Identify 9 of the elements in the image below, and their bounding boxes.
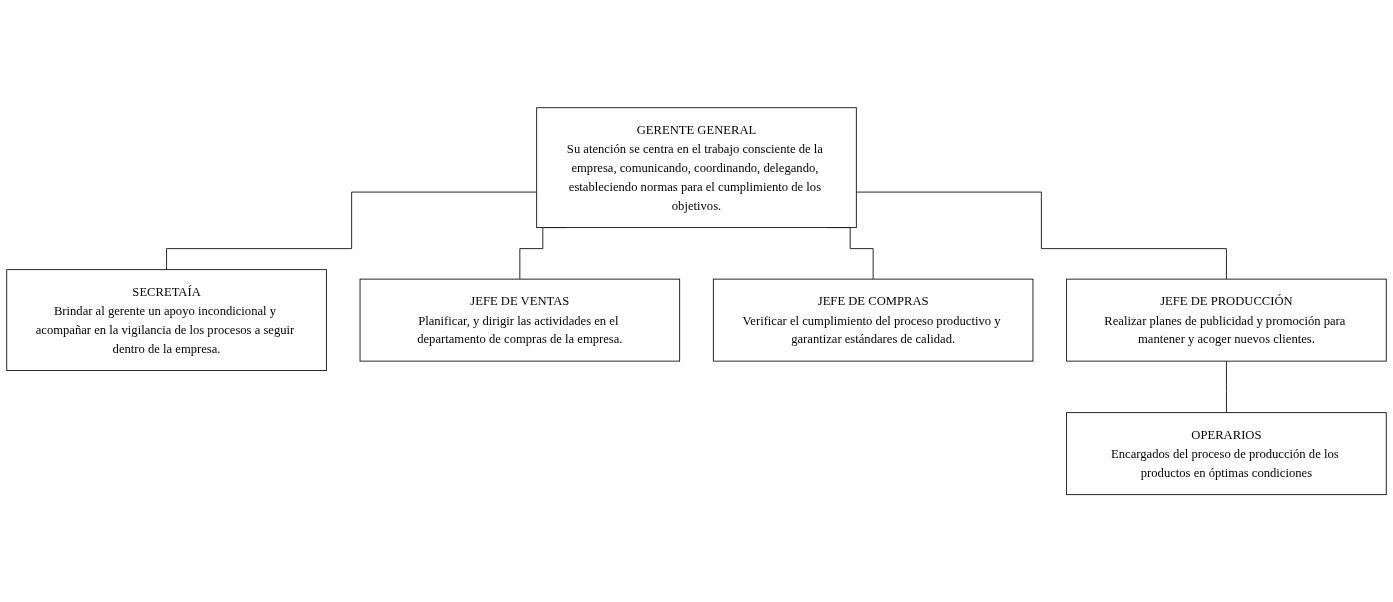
node-box: OPERARIOS Encargados del proceso de producción de los productos en óptimas condiciones [1066, 412, 1387, 495]
node-box: JEFE DE COMPRAS Verificar el cumplimiento del proceso productivo y garantizar estándares de calidad. [712, 278, 1034, 362]
node-box: JEFE DE VENTAS Planificar, y dirigir las actividades en el departamento de compras de la empresa. [359, 278, 681, 362]
connector [1226, 360, 1227, 413]
connector [855, 191, 1227, 280]
connector [166, 191, 538, 270]
node-box: SECRETAÍA Brindar al gerente un apoyo incondicional y acompañar en la vigilancia de los procesos a seguir dentro de la empresa. [6, 269, 327, 371]
node-box: JEFE DE PRODUCCIÓN Realizar planes de publicidad y promoción para mantener y acoger nuevos clientes. [1066, 278, 1387, 362]
node-box: GERENTE GENERAL Su atención se centra en el trabajo consciente de la empresa, comunicando, coordinando, delegando, estableciendo normas para el cumplimiento de los objetivos. [536, 107, 857, 228]
